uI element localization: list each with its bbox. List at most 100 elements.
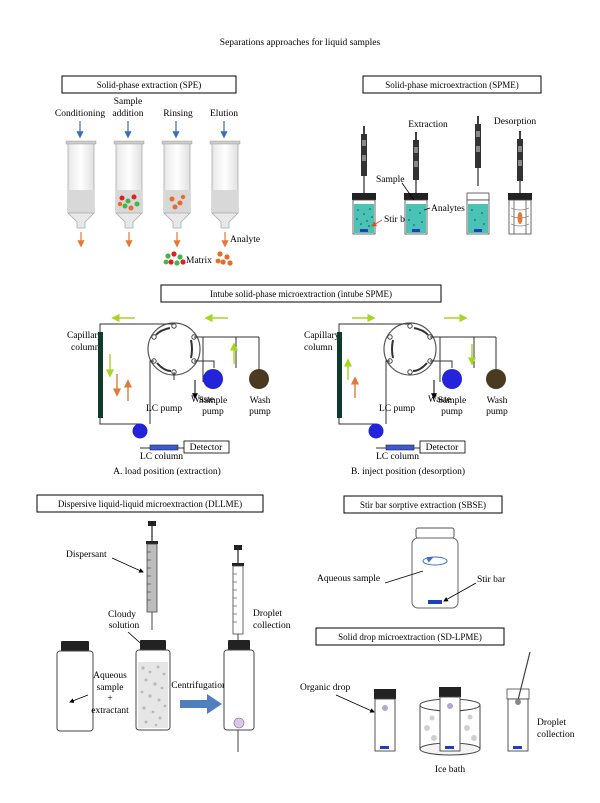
spme-sample-label: Sample [376, 175, 405, 185]
intube-a-wash-pump [249, 369, 269, 389]
spe-step-conditioning: Conditioning [55, 109, 105, 119]
intube-section: Intube solid-phase microextraction (intu… [67, 284, 508, 477]
spe-cartridge-2 [113, 140, 145, 229]
sbse-section: Stir bar sorptive extraction (SBSE) Aque… [317, 495, 506, 609]
sdlpme-title-box [315, 627, 505, 646]
spme-section: Solid-phase microextraction (SPME) Extra… [352, 75, 542, 235]
dllme-droplet-label-2: collection [253, 621, 291, 631]
intube-a-waste-label: Waste [191, 395, 214, 405]
intube-b-lc-column-label: LC column [376, 452, 419, 462]
intube-b-wash-pump-label-1: Wash [487, 396, 508, 406]
dllme-vial-cloudy [135, 640, 171, 731]
intube-b-column: column [304, 343, 333, 353]
dllme-section: Dispersive liquid-liquid microextraction… [36, 494, 291, 752]
intube-title: Intube solid-phase microextraction (intu… [210, 289, 392, 299]
intube-b-capillary-bar [337, 332, 342, 418]
intube-b-wash-pump [486, 369, 506, 389]
intube-b-valve [383, 322, 437, 376]
sdlpme-droplet-label-1: Droplet [537, 718, 566, 728]
spe-cartridge-4 [209, 140, 241, 229]
sdlpme-organic-pointer [335, 694, 375, 713]
spe-matrix-label: Matrix [186, 256, 212, 266]
intube-b-sample-pump-label-2: pump [441, 407, 463, 417]
spme-desorption-label: Desorption [494, 117, 536, 127]
spme-sample-pointer [401, 182, 415, 201]
intube-b-lc-column [385, 444, 415, 451]
intube-a-column: column [71, 343, 100, 353]
intube-a-lc-column [149, 444, 179, 451]
spe-section: Solid-phase extraction (SPE) Conditionin… [55, 75, 260, 266]
sbse-stir-label: Stir bar [477, 575, 506, 585]
spe-cartridge-3 [161, 140, 193, 229]
spme-title: Solid-phase microextraction (SPME) [385, 80, 518, 90]
sbse-bottle [411, 527, 459, 609]
spme-vial-1 [352, 193, 376, 235]
sdlpme-organic-drop-label: Organic drop [300, 683, 350, 693]
spe-title-box [61, 75, 237, 94]
sbse-title-box [343, 495, 503, 514]
intube-a-tube-top [99, 323, 174, 332]
sdlpme-droplet-label-2: collection [537, 730, 575, 740]
intube-b-capillary: Capillary [304, 331, 340, 341]
spe-matrix-particles [163, 251, 186, 266]
sdlpme-title: Solid drop microextraction (SD-LPME) [338, 632, 482, 642]
intube-a-valve [147, 322, 201, 376]
intube-a-lc-pump-label: LC pump [146, 404, 182, 414]
spme-analytes-label: Analytes [431, 204, 465, 214]
intube-b-lc-pump-label: LC pump [379, 404, 415, 414]
intube-b-wash-pump-label-2: pump [486, 407, 508, 417]
spe-analyte-particles [215, 251, 233, 266]
intube-a-sample-pump-label-1: Sample [199, 396, 228, 406]
intube-a-capillary: Capillary [67, 331, 103, 341]
dllme-syringe-1 [146, 521, 158, 630]
spme-extraction-label: Extraction [408, 120, 448, 130]
intube-b-lc-pump [368, 423, 384, 439]
dllme-dispersant-label: Dispersant [66, 550, 107, 560]
dllme-plus: + [107, 694, 112, 704]
dllme-vial-1 [56, 641, 94, 732]
dllme-extractant-label: extractant [91, 706, 129, 716]
sdlpme-vial-2 [439, 687, 461, 752]
intube-a-sample-pump-label-2: pump [202, 407, 224, 417]
sdlpme-ice-bath-label: Ice bath [435, 765, 466, 775]
dllme-title: Dispersive liquid-liquid microextraction… [58, 499, 242, 509]
sbse-stir-pointer [443, 582, 477, 602]
intube-panel-b: Capillary column [304, 313, 508, 477]
intube-a-wash-pump-label-2: pump [249, 407, 271, 417]
spe-step-sample: Sample [114, 97, 143, 107]
dllme-aqueous-label-2: sample [97, 683, 124, 693]
spe-step-addition: addition [112, 109, 143, 119]
sbse-aqueous-label: Aqueous sample [317, 574, 380, 584]
intube-caption-b: B. inject position (desorption) [351, 466, 465, 477]
dllme-dispersant-pointer [111, 557, 144, 573]
sbse-aqueous-pointer [384, 570, 424, 584]
dllme-droplet-label-1: Droplet [253, 609, 282, 619]
intube-b-sample-pump-label-1: Sample [438, 396, 467, 406]
spme-stir-bar-label: Stir bar [384, 215, 413, 225]
intube-b-detector [419, 440, 466, 454]
intube-b-sample-pump [442, 369, 462, 389]
intube-a-tube-lc [149, 360, 154, 424]
sbse-title: Stir bar sorptive extraction (SBSE) [360, 500, 486, 510]
spme-stir-pointer [371, 219, 383, 227]
dllme-cloudy-label-2: solution [109, 621, 140, 631]
intube-caption-a: A. load position (extraction) [113, 466, 221, 477]
dllme-centrifugation-label: Centrifugation [171, 680, 227, 691]
dllme-centrifuge-arrow [180, 694, 222, 714]
spme-analytes-pointer [423, 207, 431, 211]
intube-a-capillary-bar [98, 332, 103, 418]
dllme-title-box [36, 494, 264, 513]
intube-a-lc-pump [132, 423, 148, 439]
main-title: Separations approaches for liquid sample… [220, 37, 381, 48]
intube-a-sample-pump [203, 369, 223, 389]
intube-a-wash-pump-label-1: Wash [250, 396, 271, 406]
spme-title-box [362, 75, 542, 94]
spme-vial-2 [404, 193, 428, 235]
spe-cartridge-1 [65, 140, 97, 229]
dllme-aqueous-label-1: Aqueous [93, 671, 127, 681]
dllme-vial-droplet [223, 640, 255, 731]
dllme-cloudy-label-1: Cloudy [108, 610, 136, 620]
intube-a-tube-sample [194, 360, 215, 368]
intube-a-lc-column-label: LC column [140, 452, 183, 462]
